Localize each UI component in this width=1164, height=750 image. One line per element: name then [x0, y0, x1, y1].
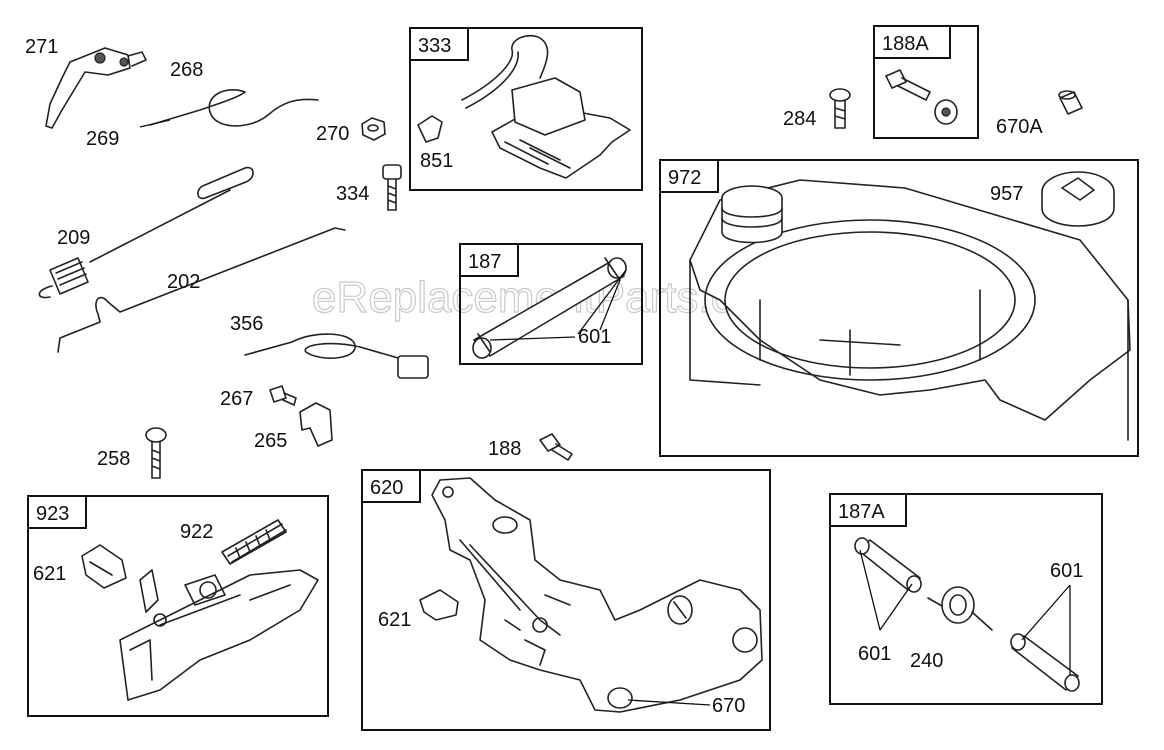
part-620-control-bracket [431, 477, 763, 713]
part-356-wire [244, 333, 429, 379]
part-265-clip [299, 402, 333, 447]
part-923-governor-bracket [119, 569, 319, 701]
callout-621-box620: 621 [378, 609, 411, 631]
box-333: 333 [409, 27, 643, 191]
part-202-rod [57, 227, 346, 353]
callout-670: 670 [712, 695, 745, 717]
box-187: 187 [459, 243, 643, 365]
part-851-clip [417, 115, 443, 143]
callout-922: 922 [180, 521, 213, 543]
callout-334: 334 [336, 183, 369, 205]
callout-188: 188 [488, 438, 521, 460]
part-240-fuel-filter [927, 586, 993, 631]
callout-267: 267 [220, 388, 253, 410]
part-209-spring [38, 166, 254, 299]
box-923-label: 923 [36, 503, 69, 525]
callout-209: 209 [57, 227, 90, 249]
part-271-bracket [45, 47, 147, 129]
box-188A-label: 188A [882, 33, 929, 55]
callout-265: 265 [254, 430, 287, 452]
box-187A-label: 187A [838, 501, 885, 523]
part-621-clip-b [419, 589, 459, 621]
part-922-spring [221, 519, 287, 565]
part-187A-hose-left [854, 537, 922, 593]
callout-601-left: 601 [858, 643, 891, 665]
part-621-clip-a [81, 544, 127, 589]
callout-601-top: 601 [578, 326, 611, 348]
callout-957: 957 [990, 183, 1023, 205]
part-670-bushing [732, 627, 758, 653]
callout-240: 240 [910, 650, 943, 672]
part-267-screw [269, 385, 297, 406]
callout-670A: 670A [996, 116, 1043, 138]
part-187A-hose-right [1010, 633, 1080, 692]
callout-601-right: 601 [1050, 560, 1083, 582]
box-972: 972 [659, 159, 1139, 457]
box-972-label: 972 [668, 167, 701, 189]
callout-621-left: 621 [33, 563, 66, 585]
callout-258: 258 [97, 448, 130, 470]
part-188-screw [539, 433, 573, 461]
callout-202: 202 [167, 271, 200, 293]
box-187-label: 187 [468, 251, 501, 273]
part-284-screw [829, 88, 851, 129]
part-258-screw [145, 427, 167, 479]
box-187A: 187A [829, 493, 1103, 705]
part-957-cap [1041, 171, 1115, 227]
callout-269: 269 [86, 128, 119, 150]
box-923: 923 [27, 495, 329, 717]
box-620: 620 [361, 469, 771, 731]
callout-284: 284 [783, 108, 816, 130]
part-270-nut [361, 117, 386, 141]
callout-270: 270 [316, 123, 349, 145]
part-334-screw [382, 164, 402, 211]
part-670A-bushing [1058, 90, 1083, 115]
box-620-label: 620 [370, 477, 403, 499]
callout-851: 851 [420, 150, 453, 172]
part-333-fuel-line [461, 34, 549, 101]
part-268-cable [139, 89, 319, 128]
box-188A: 188A [873, 25, 979, 139]
callout-268: 268 [170, 59, 203, 81]
box-333-label: 333 [418, 35, 451, 57]
callout-356: 356 [230, 313, 263, 335]
callout-271: 271 [25, 36, 58, 58]
